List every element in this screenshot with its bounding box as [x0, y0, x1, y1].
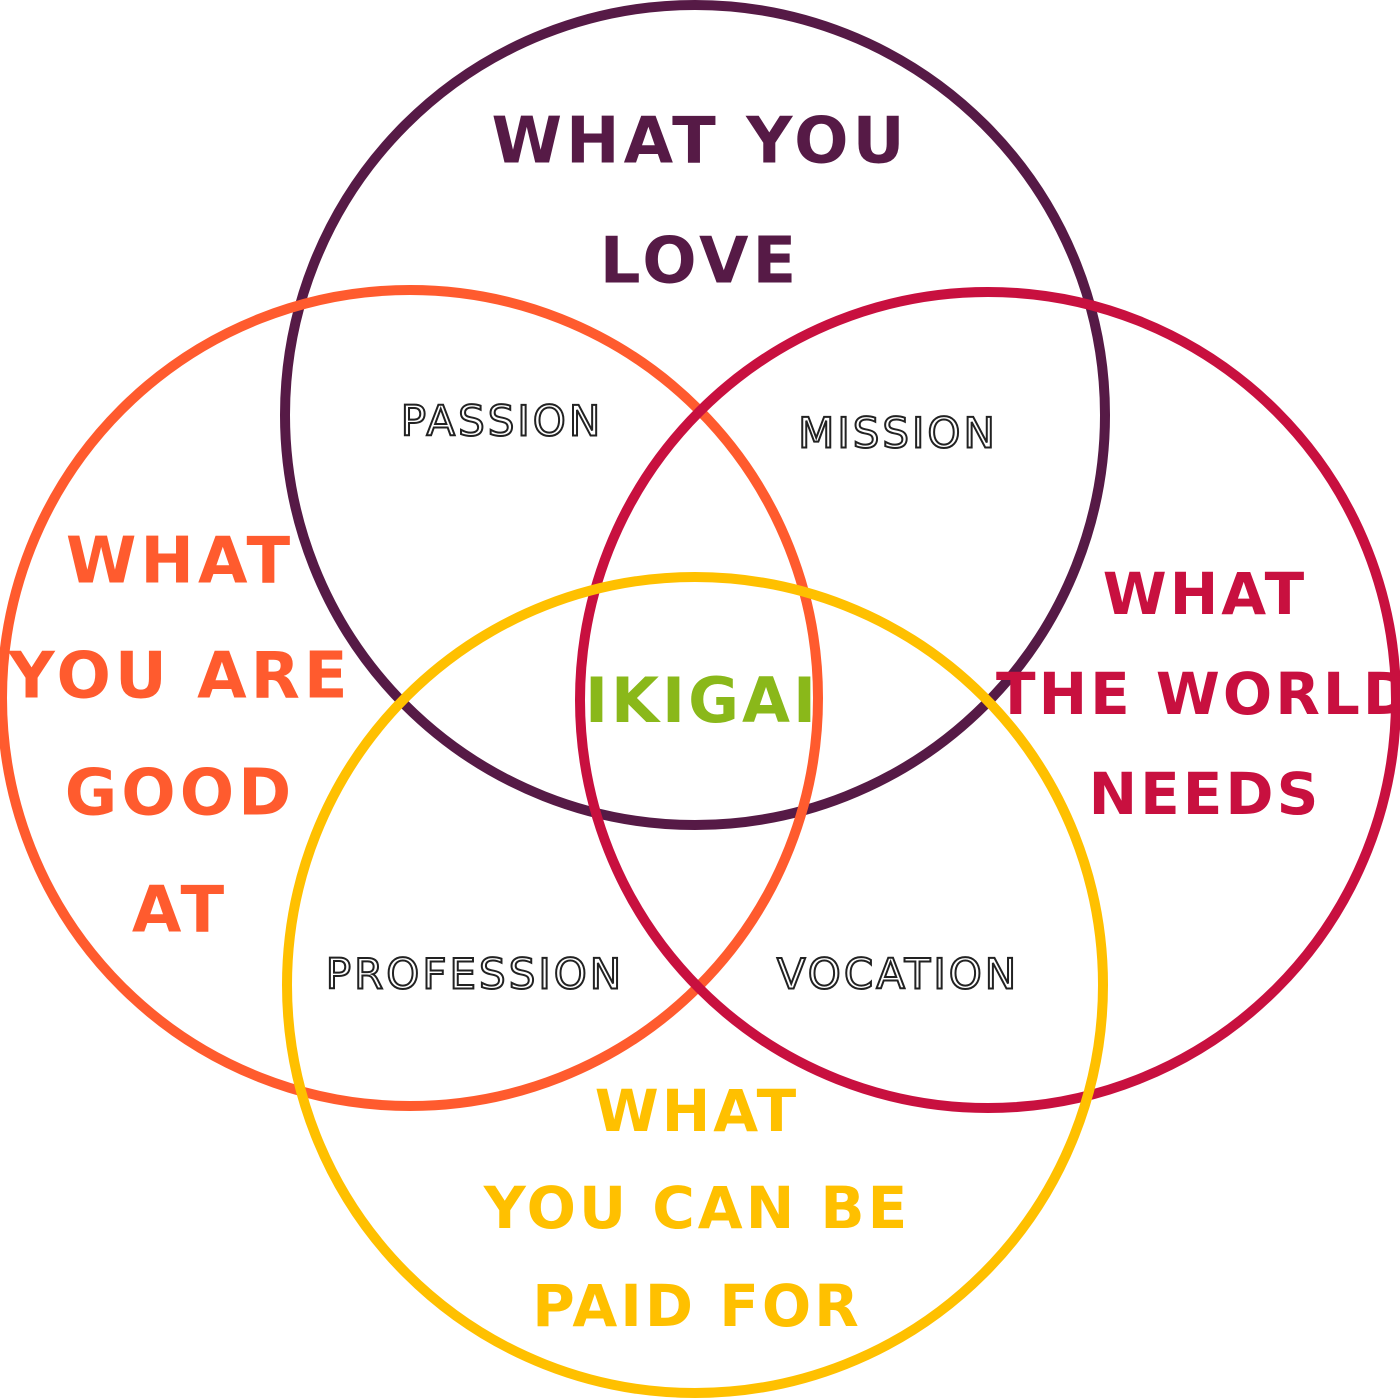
label-paid-for-line-2: YOU CAN BE [483, 1174, 911, 1242]
label-good-at-line-3: GOOD [65, 757, 295, 831]
circle-what-you-can-be-paid-for [282, 572, 1108, 1398]
label-vocation: VOCATION [777, 950, 1019, 999]
label-good-at-line-2: YOU ARE [7, 640, 351, 714]
label-good-at-line-1: WHAT [66, 525, 294, 599]
label-passion: PASSION [401, 397, 604, 446]
label-what-you-love-line-2: LOVE [600, 225, 800, 299]
label-profession: PROFESSION [326, 950, 624, 999]
circle-what-the-world-needs [575, 287, 1400, 1113]
circle-what-you-love [280, 0, 1110, 830]
label-good-at-line-4: AT [132, 874, 228, 948]
label-world-needs-line-2: THE WORLD [996, 660, 1400, 728]
label-what-you-love-line-1: WHAT YOU [491, 105, 908, 179]
label-ikigai: IKIGAI [585, 664, 819, 737]
circle-what-you-are-good-at [0, 285, 823, 1111]
label-world-needs-line-1: WHAT [1103, 560, 1307, 628]
label-paid-for-line-1: WHAT [595, 1077, 799, 1145]
label-mission: MISSION [798, 409, 998, 458]
label-world-needs-line-3: NEEDS [1089, 760, 1322, 828]
label-paid-for-line-3: PAID FOR [532, 1272, 862, 1340]
